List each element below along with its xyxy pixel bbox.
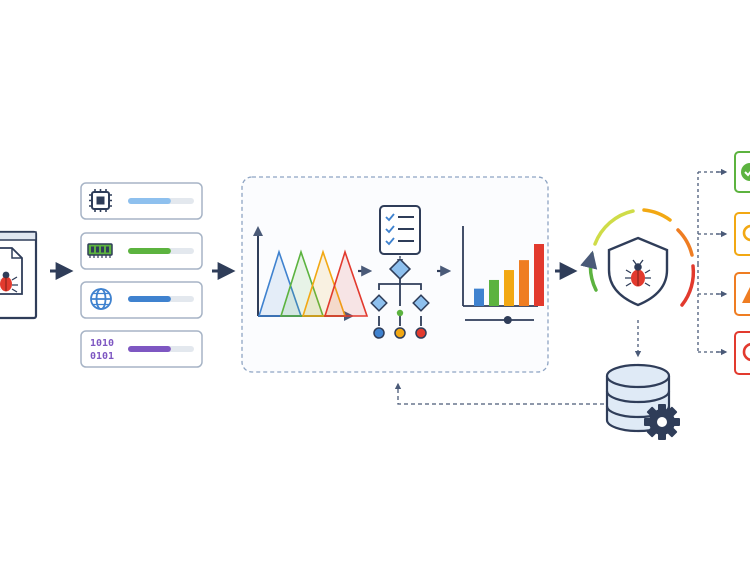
fuzzy-membership-curve xyxy=(301,249,347,317)
binary-code-icon: 1010 0101 xyxy=(90,338,114,362)
network-globe-icon xyxy=(90,288,112,310)
score-bar xyxy=(504,270,514,306)
decision-leaf-node xyxy=(415,327,427,339)
checklist-icon xyxy=(379,205,421,255)
threshold-slider-knob xyxy=(503,316,512,324)
fuzzy-membership-plot xyxy=(253,226,369,321)
risk-score-bar-chart xyxy=(462,226,544,324)
security-shield-icon xyxy=(607,236,669,307)
malware-file-icon xyxy=(0,230,38,320)
decision-tree-icon xyxy=(370,257,430,339)
feature-bar-fill xyxy=(128,296,171,302)
score-bar xyxy=(474,288,484,306)
memory-module-icon xyxy=(87,243,113,258)
fuzzy-membership-curve xyxy=(323,249,369,317)
decision-leaf-node xyxy=(373,327,385,339)
feature-card-network xyxy=(80,281,203,319)
feature-bar-fill xyxy=(128,346,171,352)
score-bar xyxy=(489,279,499,306)
feature-bar-fill xyxy=(128,198,171,204)
fuzzy-membership-curve xyxy=(279,249,325,317)
bug-icon xyxy=(625,259,651,287)
alert-icon xyxy=(742,342,750,362)
gear-icon xyxy=(644,404,680,440)
feedback-loop-arrow xyxy=(394,382,604,405)
feature-card-binary: 1010 0101 xyxy=(80,330,203,368)
warning-icon xyxy=(742,287,750,303)
detection-gauge-arc xyxy=(580,208,696,307)
binary-line-1: 1010 xyxy=(90,338,114,349)
score-bar xyxy=(534,244,544,306)
score-bar xyxy=(519,260,529,306)
fuzzy-membership-curve xyxy=(257,249,303,317)
feature-card-cpu xyxy=(80,182,203,220)
threat-level-warning xyxy=(734,272,750,316)
threat-level-safe xyxy=(734,151,750,193)
threat-level-critical xyxy=(734,331,750,375)
cpu-chip-icon xyxy=(89,189,112,212)
binary-line-2: 0101 xyxy=(90,351,114,362)
feature-card-memory xyxy=(80,232,203,270)
feature-bar-fill xyxy=(128,248,171,254)
output-branch-connector xyxy=(697,171,724,353)
decision-inner-node xyxy=(396,309,404,317)
search-icon xyxy=(742,224,750,242)
threat-level-suspicious xyxy=(734,212,750,256)
bug-icon xyxy=(0,271,18,293)
decision-leaf-node xyxy=(394,327,406,339)
